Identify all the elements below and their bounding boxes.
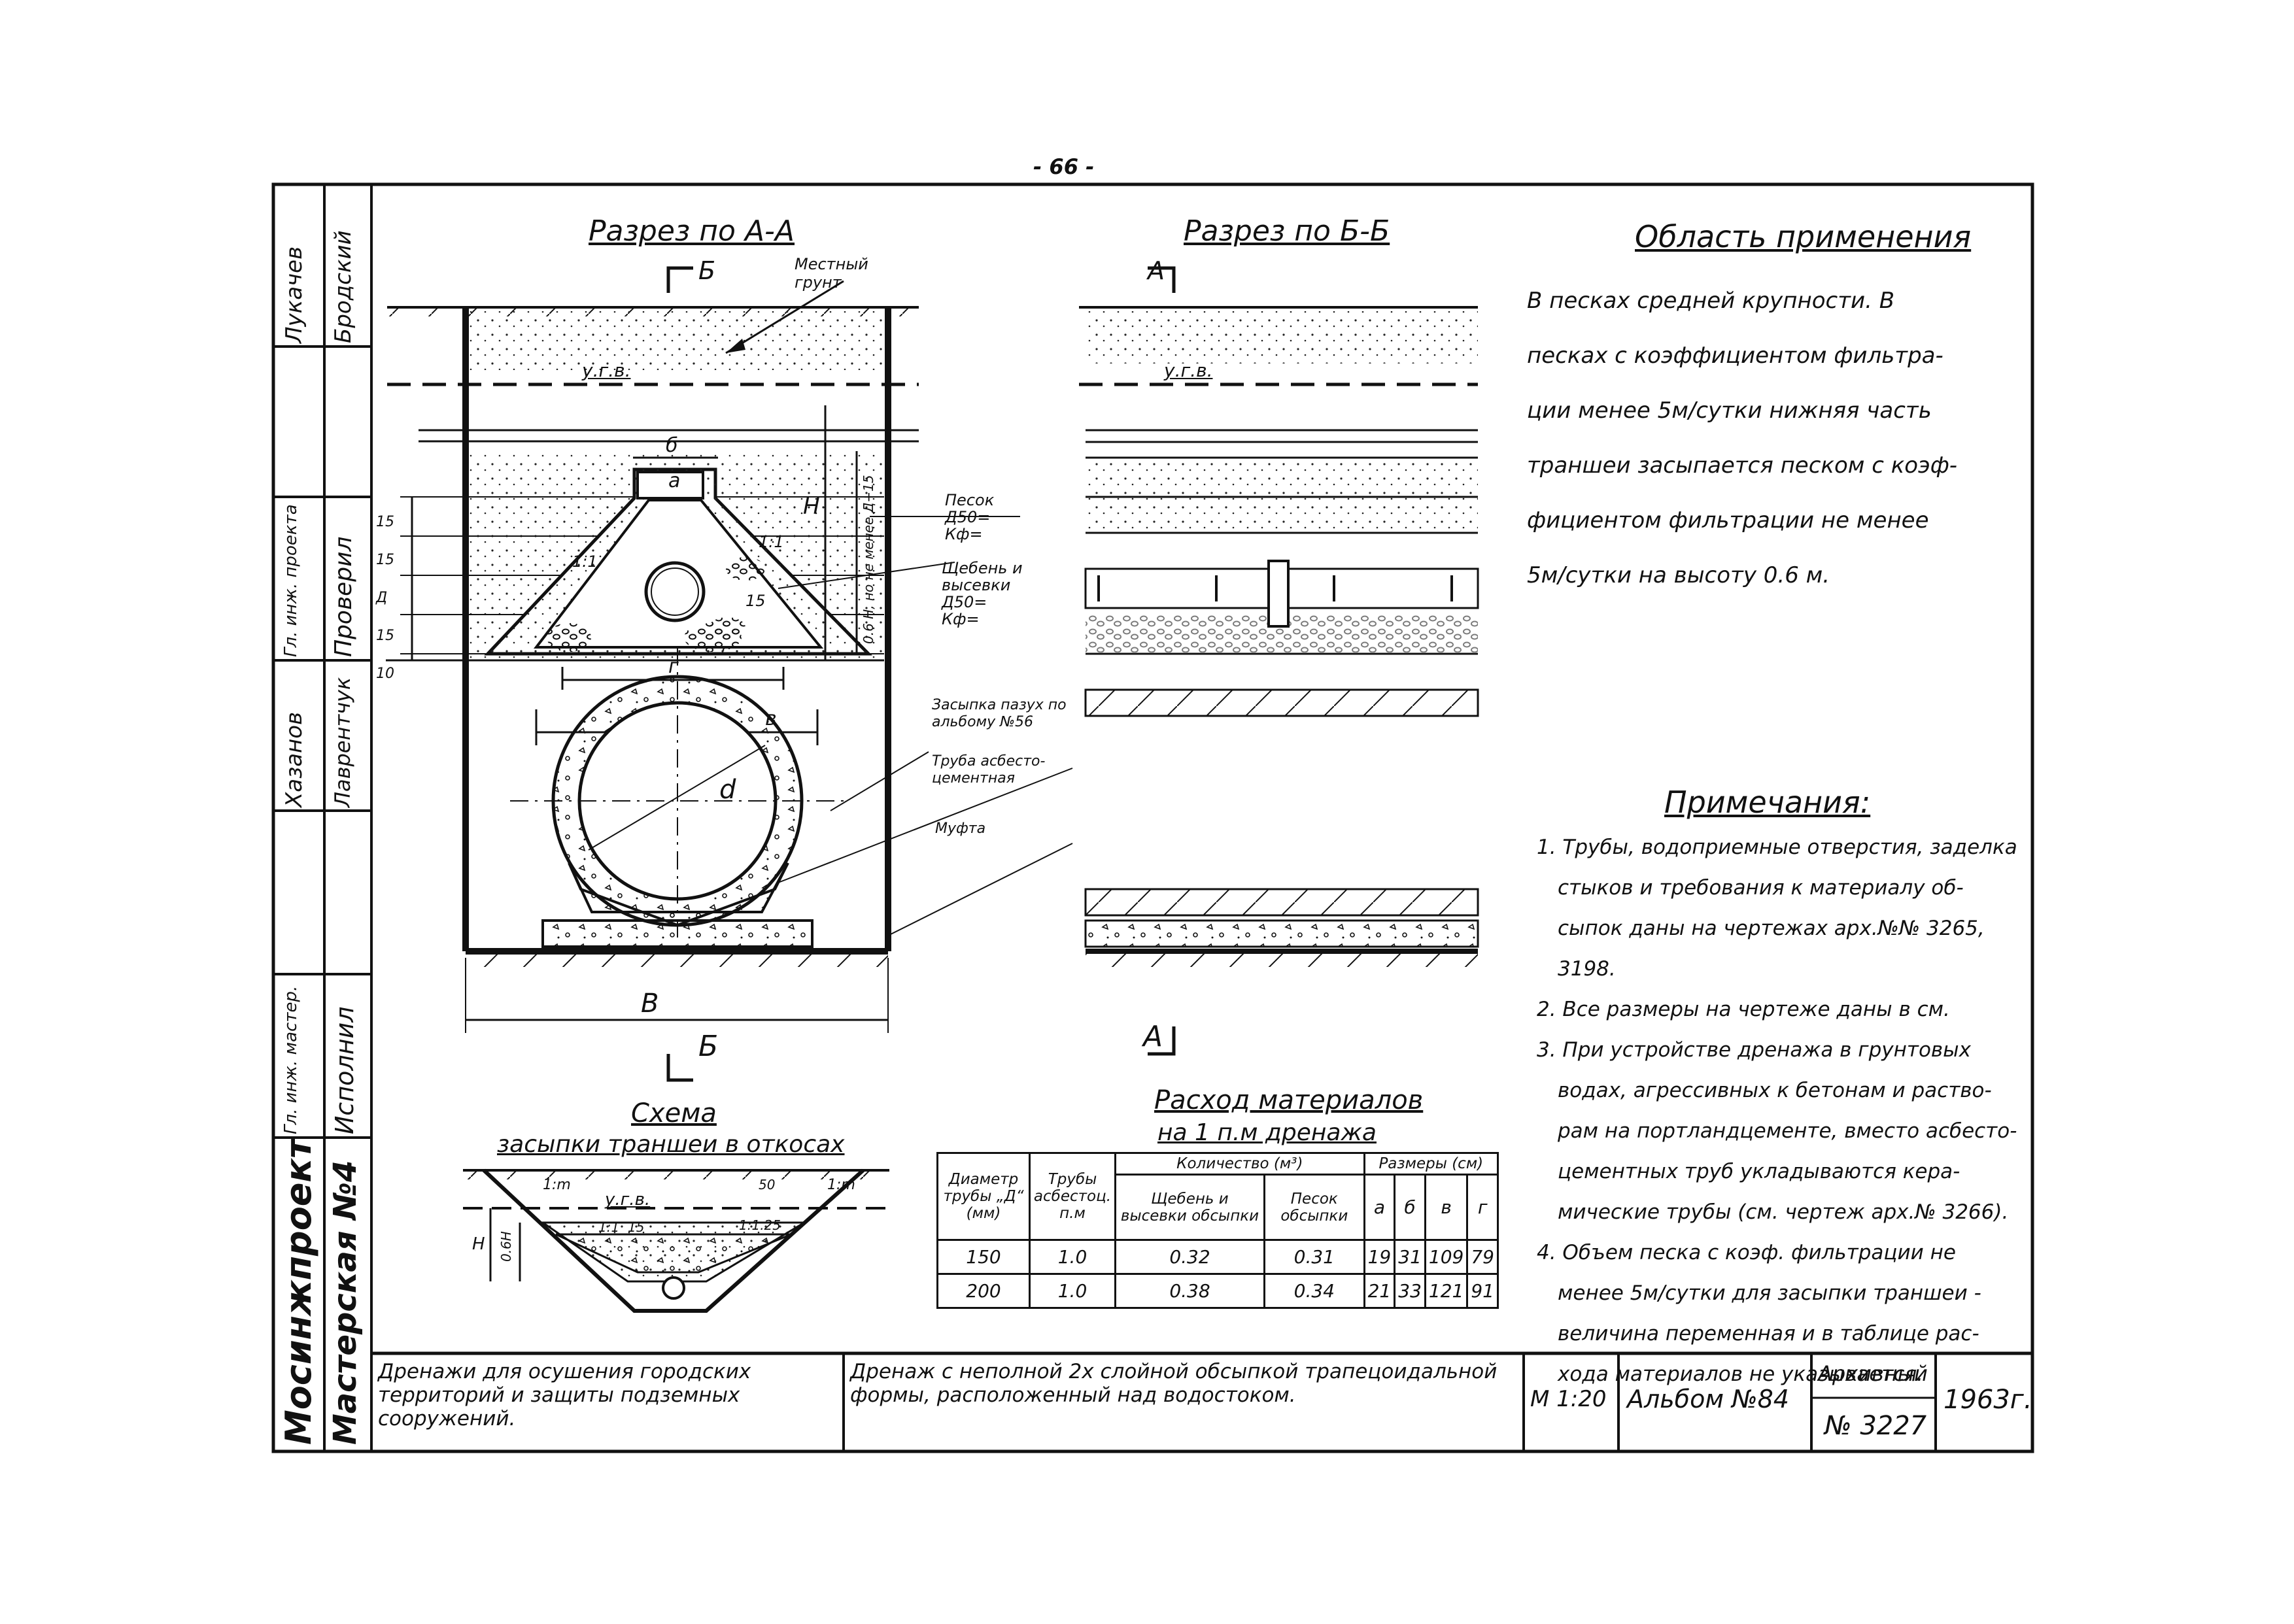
- scheme-dim-50: 50: [759, 1177, 776, 1193]
- name-4: Лаврентчук: [330, 677, 355, 807]
- role-chief-workshop: Гл. инж. мастер.: [281, 985, 301, 1134]
- section-bb-title: Разрез по Б-Б: [1184, 214, 1390, 248]
- cell-gravel: 0.38: [1114, 1273, 1265, 1309]
- cell-pipes: 1.0: [1029, 1239, 1116, 1275]
- scheme-H: Н: [472, 1234, 485, 1254]
- section-aa: [386, 266, 1073, 1082]
- cut-mark-a-top: А: [1148, 256, 1165, 285]
- materials-title-1: Расход материалов: [1154, 1085, 1424, 1115]
- hdr-sand: Песок обсыпки: [1263, 1174, 1365, 1241]
- hdr-gravel: Щебень и высевки обсыпки: [1114, 1174, 1265, 1241]
- role-executed: Исполнил: [330, 1006, 359, 1134]
- cell-d: 200: [936, 1273, 1031, 1309]
- cut-mark-b-bottom: Б: [698, 1030, 719, 1063]
- cell-b: 33: [1394, 1273, 1426, 1309]
- materials-title-2: на 1 п.м дренажа: [1157, 1119, 1377, 1146]
- sheet-frame: [271, 182, 2034, 1453]
- cut-mark-a-bottom: А: [1143, 1020, 1163, 1053]
- cut-mark-b-top: Б: [698, 256, 716, 285]
- table-row: 200 1.0 0.38 0.34 21 33 121 91: [936, 1273, 1499, 1309]
- scheme-ugv: у.г.в.: [605, 1190, 651, 1210]
- cell-v: 109: [1424, 1239, 1469, 1275]
- dim-d: d: [719, 775, 736, 805]
- section-bb: [1079, 266, 1479, 1056]
- side-dims: 15 15 Д 15 10: [376, 514, 394, 682]
- cell-g: 79: [1466, 1239, 1499, 1275]
- name-1: Лукачев: [281, 246, 307, 343]
- hdr-diameter: Диаметр трубы „Д“ (мм): [936, 1152, 1031, 1241]
- series-title: Дренажи для осушения городских территори…: [378, 1360, 751, 1430]
- cell-a: 19: [1363, 1239, 1396, 1275]
- dim-b-small: б: [666, 434, 678, 457]
- year: 1963г.: [1943, 1385, 2032, 1415]
- scheme-06H: 0.6Н: [498, 1231, 514, 1262]
- cell-v: 121: [1424, 1273, 1469, 1309]
- gravel-callout: Щебень и высевки Д50= Кф=: [942, 559, 1023, 628]
- page-number: - 66 -: [1033, 154, 1095, 179]
- notes-title: Примечания:: [1664, 785, 1871, 820]
- drawing-title: Дренаж с неполной 2х слойной обсыпкой тр…: [850, 1360, 1498, 1407]
- dim-v: в: [765, 707, 777, 730]
- archive-number: № 3227: [1824, 1411, 1927, 1441]
- cell-a: 21: [1363, 1273, 1396, 1309]
- cell-gravel: 0.32: [1114, 1239, 1265, 1275]
- cell-d: 150: [936, 1239, 1031, 1275]
- hdr-sizes: Размеры (см): [1363, 1152, 1499, 1176]
- scope-text: В песках средней крупности. В песках с к…: [1527, 288, 1958, 588]
- role-chief-project: Гл. инж. проекта: [281, 504, 301, 657]
- dim-15: 15: [745, 592, 766, 610]
- scheme-dim-15: 15: [628, 1219, 645, 1235]
- hdr-pipes: Трубы асбестоц. п.м: [1029, 1152, 1116, 1241]
- backfill-callout: Засыпка пазух по альбому №56: [932, 697, 1067, 730]
- hdr-quantity: Количество (м³): [1114, 1152, 1365, 1176]
- sand-callout: Песок Д50= Кф=: [945, 491, 995, 543]
- hdr-v: в: [1424, 1174, 1469, 1241]
- ugv-label-bb: у.г.в.: [1164, 360, 1213, 381]
- cell-sand: 0.31: [1263, 1239, 1365, 1275]
- archive-label: Архивный: [1818, 1361, 1928, 1386]
- scheme-m-right: 1:m: [827, 1177, 855, 1193]
- hdr-a: а: [1363, 1174, 1396, 1241]
- workshop-name: Мастерская №4: [327, 1160, 364, 1445]
- slope-right: 1:1: [759, 533, 784, 551]
- cell-pipes: 1.0: [1029, 1273, 1116, 1309]
- cell-sand: 0.34: [1263, 1273, 1365, 1309]
- pipe-callout: Труба асбесто-цементная: [932, 753, 1046, 787]
- cell-g: 91: [1466, 1273, 1499, 1309]
- dim-a: а: [668, 469, 681, 492]
- scheme-m-left: 1:m: [543, 1177, 571, 1193]
- ugv-label-aa: у.г.в.: [582, 360, 631, 381]
- hdr-g: г: [1466, 1174, 1499, 1241]
- scope-title: Область применения: [1635, 219, 1972, 254]
- table-row: 150 1.0 0.32 0.31 19 31 109 79: [936, 1239, 1499, 1275]
- name-3: Хазанов: [281, 711, 307, 807]
- dim-B: В: [641, 989, 659, 1019]
- album: Альбом №84: [1627, 1385, 1789, 1413]
- dim-06H: 0.6 Н, но не менее Д+15: [861, 475, 876, 644]
- scale: М 1:20: [1530, 1386, 1607, 1412]
- dim-g: г: [668, 655, 679, 678]
- slope-scheme: [463, 1168, 889, 1313]
- cell-b: 31: [1394, 1239, 1426, 1275]
- scheme-slope-1: 1:1: [598, 1219, 620, 1235]
- scheme-title-1: Схема: [631, 1098, 717, 1128]
- role-checked: Проверил: [330, 536, 357, 657]
- coupling-callout: Муфта: [935, 820, 986, 837]
- section-aa-title: Разрез по А-А: [589, 214, 795, 248]
- hdr-b: б: [1394, 1174, 1426, 1241]
- scheme-title-2: засыпки траншеи в откосах: [497, 1131, 845, 1158]
- notes-text: 1. Трубы, водоприемные отверстия, заделк…: [1537, 836, 2017, 1386]
- scheme-slope-125: 1:1.25: [739, 1217, 781, 1233]
- dim-H: Н: [803, 494, 820, 520]
- materials-table: Диаметр трубы „Д“ (мм) Трубы асбестоц. п…: [936, 1152, 1499, 1309]
- slope-left: 1:1: [572, 552, 598, 571]
- name-2: Бродский: [330, 230, 356, 343]
- local-soil-label: Местный грунт: [795, 255, 868, 292]
